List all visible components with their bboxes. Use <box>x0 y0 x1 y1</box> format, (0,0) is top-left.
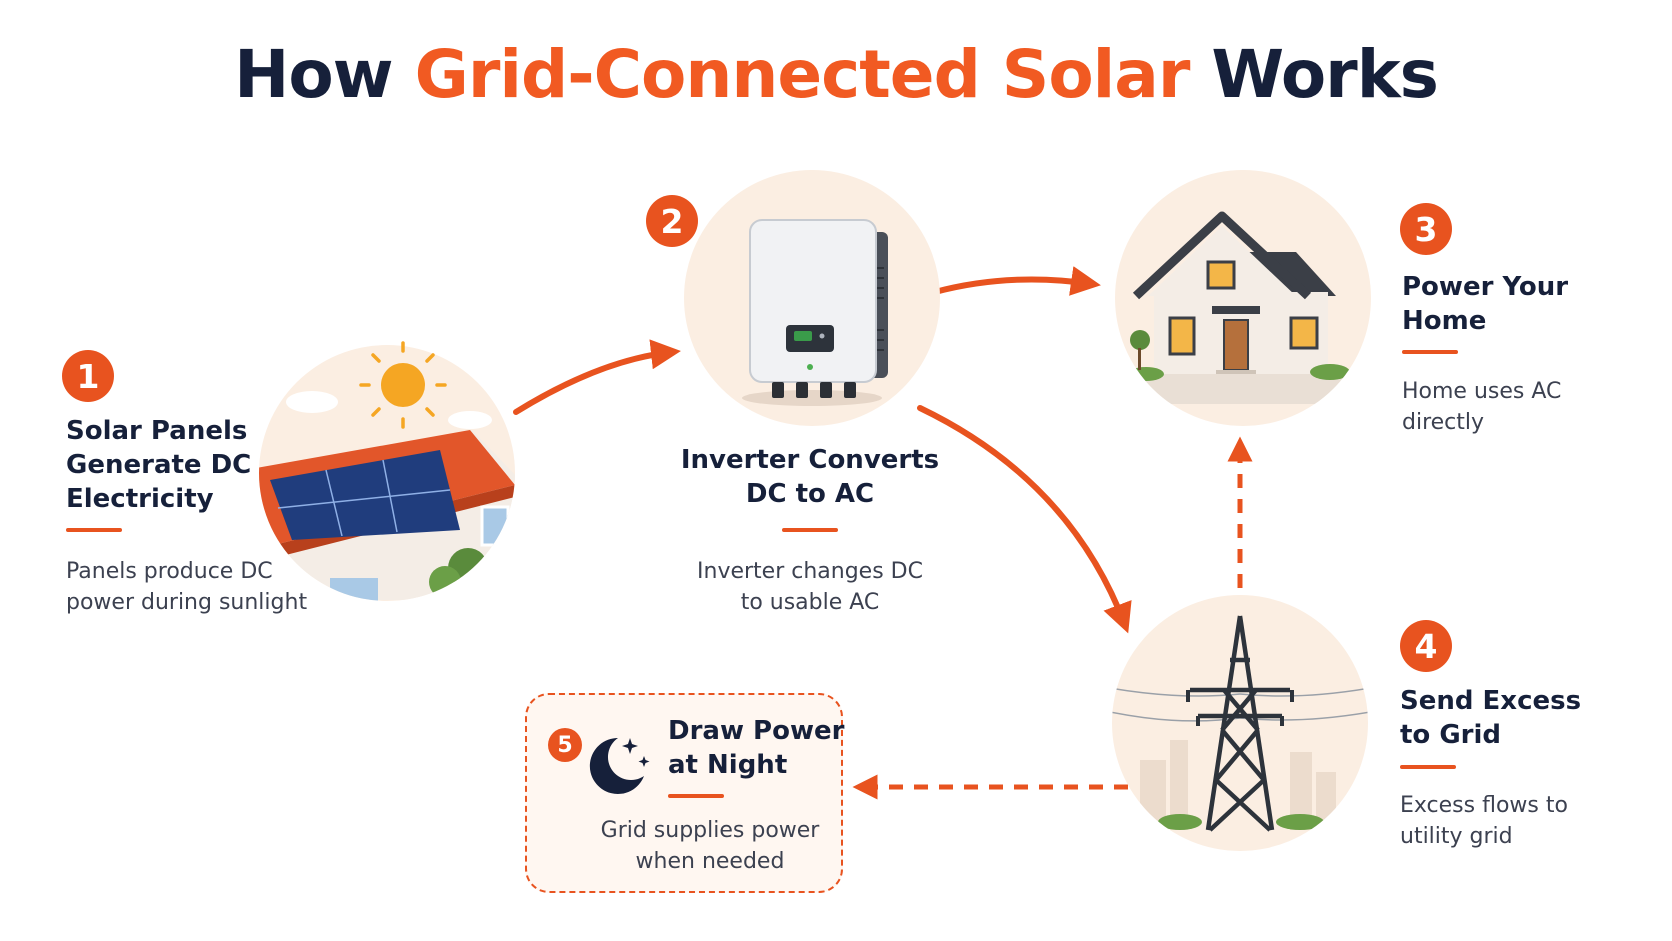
step-4-title: Send Excess to Grid <box>1400 686 1582 750</box>
step-3-description: Home uses AC directly <box>1402 379 1562 435</box>
step-2-number: 2 <box>646 195 698 247</box>
solar-roof-icon <box>259 341 515 601</box>
step-5-rule <box>668 794 724 798</box>
connector-2-to-3 <box>932 266 1101 296</box>
moon-stars-icon <box>589 737 650 794</box>
step-2-rule <box>782 528 838 532</box>
step-4-rule <box>1400 765 1456 769</box>
title-prefix: How <box>234 36 394 113</box>
sun-icon <box>359 341 447 429</box>
step-4-description: Excess flows to utility grid <box>1400 793 1568 849</box>
transmission-tower-icon <box>1112 595 1368 851</box>
step-1-rule <box>66 528 122 532</box>
step-2-title: Inverter Converts DC to AC <box>680 445 940 509</box>
page-title: How Grid-Connected Solar Works <box>0 36 1672 113</box>
step-5-number: 5 <box>548 728 582 762</box>
step-4-number: 4 <box>1400 620 1452 672</box>
title-accent: Grid-Connected Solar <box>414 36 1191 113</box>
step-1-description: Panels produce DC power during sunlight <box>66 559 308 615</box>
step-3-title: Power Your Home <box>1402 272 1569 336</box>
step-1-title: Solar Panels Generate DC Electricity <box>66 416 252 514</box>
house-icon <box>1115 170 1371 426</box>
connector-2-to-4 <box>917 405 1132 634</box>
title-suffix: Works <box>1211 36 1439 113</box>
step-5-title: Draw Power at Night <box>668 716 845 780</box>
step-3-rule <box>1402 350 1458 354</box>
connector-1-to-2 <box>513 339 681 415</box>
inverter-icon <box>684 170 940 426</box>
step-1-number: 1 <box>62 350 114 402</box>
step-5-card <box>525 693 843 893</box>
step-5-description: Grid supplies power when needed <box>600 818 820 874</box>
step-3-number: 3 <box>1400 203 1452 255</box>
step-2-description: Inverter changes DC to usable AC <box>697 559 923 615</box>
